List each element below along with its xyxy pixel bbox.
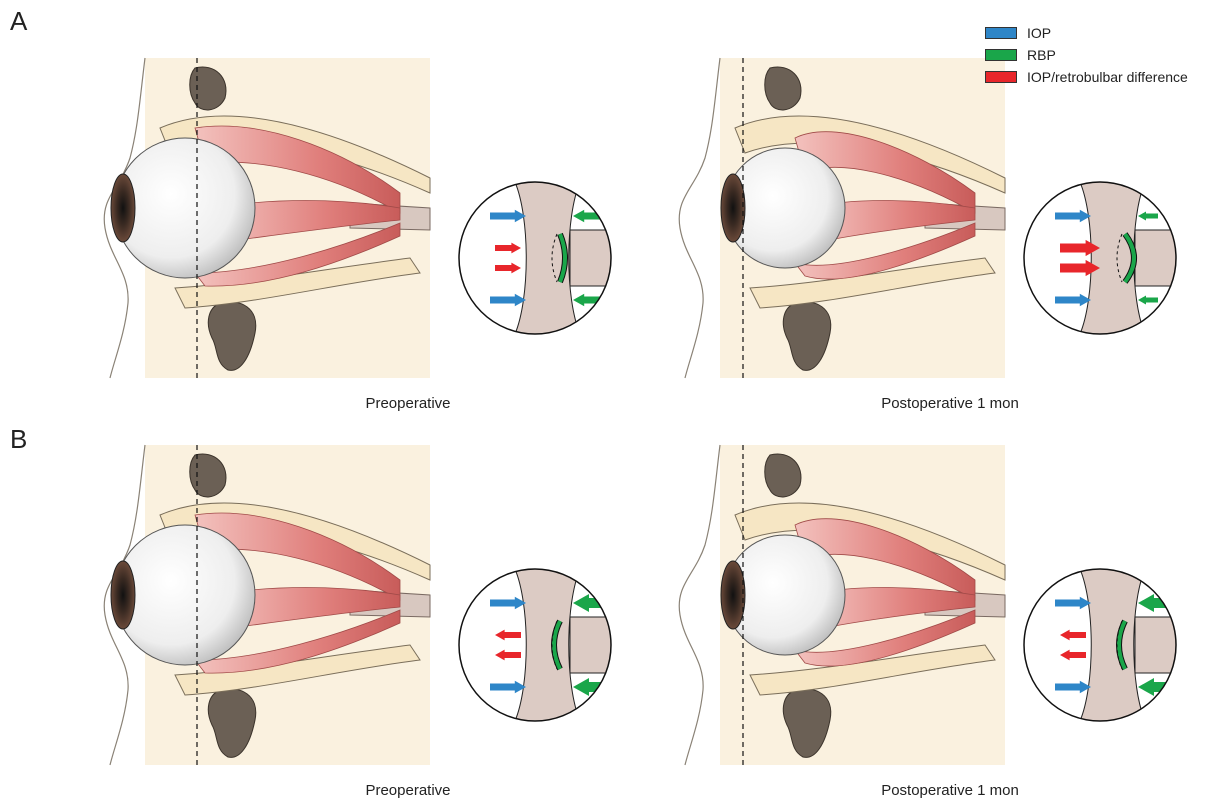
caption-b-postoperative: Postoperative 1 mon	[800, 782, 1100, 799]
panel-a-view-2-iris	[721, 174, 745, 242]
panel-letter-b: B	[10, 424, 27, 455]
panel-a-view-2-orbit-illustration	[679, 58, 1005, 378]
legend-swatch-iop	[985, 27, 1017, 39]
caption-a-postoperative: Postoperative 1 mon	[800, 395, 1100, 412]
panel-b-view-2-inset	[1024, 569, 1182, 721]
panel-b-view-2-nerve-stub	[1135, 617, 1176, 673]
legend-swatch-difference	[985, 71, 1017, 83]
legend-item-iop: IOP	[985, 22, 1188, 44]
panel-a-view-2-nerve-stub	[1135, 230, 1176, 286]
legend-swatch-rbp	[985, 49, 1017, 61]
panel-a-view-2-face-profile	[679, 58, 720, 378]
panel-a-view-1-orbit-illustration	[104, 58, 430, 378]
legend-label-iop: IOP	[1027, 25, 1051, 41]
panel-b-view-1-orbit-illustration	[104, 445, 430, 765]
legend-item-rbp: RBP	[985, 44, 1188, 66]
panel-b-view-2-orbit-illustration	[679, 445, 1005, 765]
panel-a-view-1-nerve-stub	[570, 230, 611, 286]
legend-label-rbp: RBP	[1027, 47, 1056, 63]
panel-letter-a: A	[10, 6, 27, 37]
panel-b-view-1-eyeball	[115, 525, 255, 665]
panel-a-view-1-eyeball	[115, 138, 255, 278]
panel-b-view-1-nerve-stub	[570, 617, 611, 673]
legend-label-difference: IOP/retrobulbar difference	[1027, 69, 1188, 85]
legend-item-difference: IOP/retrobulbar difference	[985, 66, 1188, 88]
panel-a-view-1-iris	[111, 174, 135, 242]
panel-a-view-1-inset	[459, 182, 611, 334]
caption-b-preoperative: Preoperative	[258, 782, 558, 799]
panel-a-view-2-inset	[1024, 182, 1176, 334]
caption-a-preoperative: Preoperative	[258, 395, 558, 412]
panel-b-view-2-face-profile	[679, 445, 720, 765]
panel-b-view-1-iris	[111, 561, 135, 629]
legend: IOP RBP IOP/retrobulbar difference	[985, 22, 1188, 88]
panel-b-view-1-inset	[459, 569, 617, 721]
panel-b-view-2-iris	[721, 561, 745, 629]
